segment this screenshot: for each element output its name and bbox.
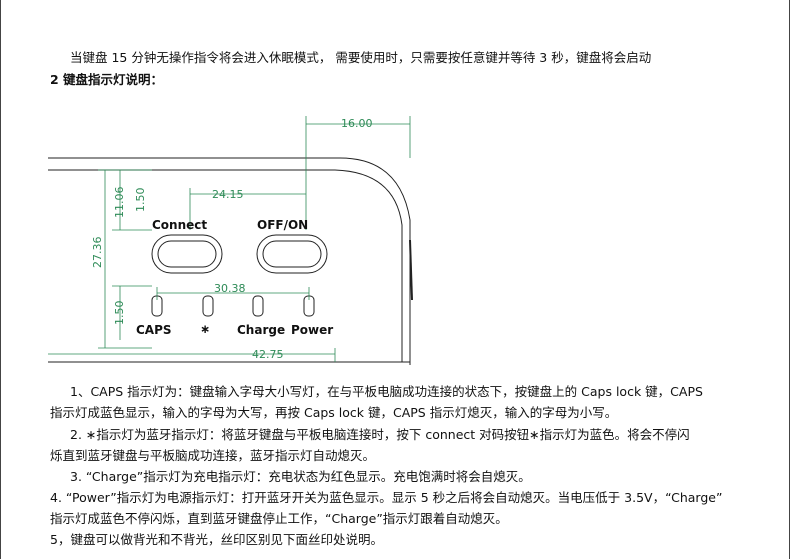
p1-line2: 指示灯成蓝色显示，输入的字母为大写，再按 Caps lock 键，CAPS 指示… — [50, 405, 618, 420]
intro-line: 当键盘 15 分钟无操作指令将会进入休眠模式， 需要使用时，只需要按任意键并等待… — [70, 50, 652, 65]
p2-line2: 烁直到蓝牙键盘与平板脑成功连接，蓝牙指示灯自动熄灭。 — [50, 448, 376, 463]
label-caps: CAPS — [136, 323, 172, 337]
p4-line1: 4. “Power”指示灯为电源指示灯：打开蓝牙开关为蓝色显示。显示 5 秒之后… — [50, 490, 723, 505]
dim-bottom-width: 42.75 — [252, 348, 284, 361]
dim-top: 16.00 — [341, 117, 373, 130]
offon-switch-outer — [256, 234, 328, 274]
dim-left-upper2: 1.50 — [134, 188, 147, 213]
p4-line2: 指示灯成蓝色不停闪烁，直到蓝牙键盘停止工作，“Charge”指示灯跟着自动熄灭。 — [50, 511, 508, 526]
keyboard-outline-outer — [48, 157, 411, 365]
section-heading: 2 键盘指示灯说明： — [50, 72, 164, 87]
bluetooth-icon: ∗ — [200, 322, 210, 336]
keyboard-outline-inner — [48, 169, 403, 362]
label-power: Power — [291, 323, 333, 337]
dim-left-upper: 11.06 — [113, 187, 126, 219]
bluetooth-led — [202, 295, 214, 317]
label-connect: Connect — [152, 218, 207, 232]
dim-upper-width: 24.15 — [212, 188, 244, 201]
dim-lower-width: 30.38 — [214, 282, 246, 295]
dim-left-height: 27.36 — [91, 237, 104, 269]
page-right-border — [789, 0, 790, 559]
keyboard-indicator-diagram: 16.00 24.15 30.38 42.75 27.36 11.06 1.50… — [48, 116, 413, 365]
connect-button-outer — [151, 234, 223, 274]
p1-line1: 1、CAPS 指示灯为：键盘输入字母大小写灯，在与平板电脑成功连接的状态下，按键… — [70, 384, 703, 399]
connect-button-inner — [157, 240, 217, 268]
label-offon: OFF/ON — [257, 218, 308, 232]
p5-line1: 5，键盘可以做背光和不背光，丝印区别见下面丝印处说明。 — [50, 532, 383, 547]
p2-line1: 2. ∗指示灯为蓝牙指示灯：将蓝牙键盘与平板电脑连接时，按下 connect 对… — [70, 427, 690, 442]
offon-switch-inner — [262, 240, 322, 268]
page-left-border — [0, 0, 1, 559]
dim-left-lower: 1.50 — [113, 301, 126, 326]
charge-led — [252, 295, 264, 317]
label-charge: Charge — [237, 323, 285, 337]
p3-line1: 3. “Charge”指示灯为充电指示灯：充电状态为红色显示。充电饱满时将会自熄… — [70, 469, 531, 484]
